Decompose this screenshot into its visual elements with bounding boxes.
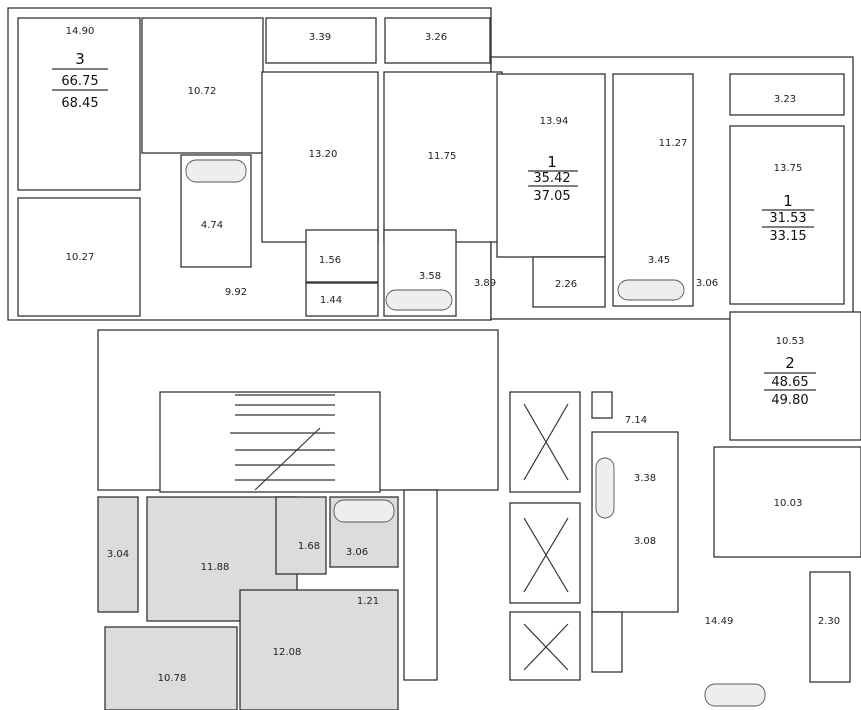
room-area: 1.44 [320,295,342,306]
apartment-rooms: 1 [547,153,557,171]
room-area: 11.88 [201,562,230,573]
room-area: 10.27 [66,252,95,263]
room-area: 1.68 [298,541,320,552]
room-area: 3.38 [634,473,656,484]
total-area: 33.15 [769,229,806,244]
room-area: 3.06 [346,547,368,558]
room-labels: 14.90 10.72 3.39 3.26 13.20 11.75 4.74 1… [66,26,840,684]
room-area: 2.30 [818,616,840,627]
room-area: 11.75 [428,151,457,162]
living-area: 66.75 [61,74,98,89]
room-area: 13.75 [774,163,803,174]
room-area: 14.49 [705,616,734,627]
apartment-2room[interactable]: 2 48.65 49.80 [764,354,816,408]
living-area: 31.53 [769,211,806,226]
total-area: 68.45 [61,96,98,111]
room-area: 3.39 [309,32,331,43]
room-area: 3.26 [425,32,447,43]
room-area: 3.23 [774,94,796,105]
walls [7,7,861,710]
room-area: 10.72 [188,86,217,97]
room-area: 10.53 [776,336,805,347]
apartment-rooms: 1 [783,192,793,210]
apartment-3room[interactable]: 3 66.75 68.45 [52,50,108,111]
living-area: 48.65 [771,375,808,390]
room-area: 3.58 [419,271,441,282]
room-area: 1.56 [319,255,341,266]
room-area: 3.08 [634,536,656,547]
room-area: 9.92 [225,287,247,298]
room-area: 3.06 [696,278,718,289]
room-area: 12.08 [273,647,302,658]
room-area: 13.20 [309,149,338,160]
room-area: 10.03 [774,498,803,509]
apartment-rooms: 2 [785,354,795,372]
room-area: 1.21 [357,596,379,607]
room-area: 7.14 [625,415,647,426]
room-area: 10.78 [158,673,187,684]
room-area: 11.27 [659,138,688,149]
apartment-1room-b[interactable]: 1 31.53 33.15 [762,192,814,244]
apartment-rooms: 3 [75,50,85,68]
room-area: 3.89 [474,278,496,289]
room-area: 14.90 [66,26,95,37]
total-area: 37.05 [533,189,570,204]
elevators [230,394,569,671]
living-area: 35.42 [533,171,570,186]
room-area: 2.26 [555,279,577,290]
room-area: 13.94 [540,116,569,127]
total-area: 49.80 [771,393,808,408]
room-area: 3.04 [107,549,129,560]
room-area: 4.74 [201,220,223,231]
apartment-1room-a[interactable]: 1 35.42 37.05 [528,153,578,204]
room-area: 3.45 [648,255,670,266]
bathtubs [185,159,766,707]
